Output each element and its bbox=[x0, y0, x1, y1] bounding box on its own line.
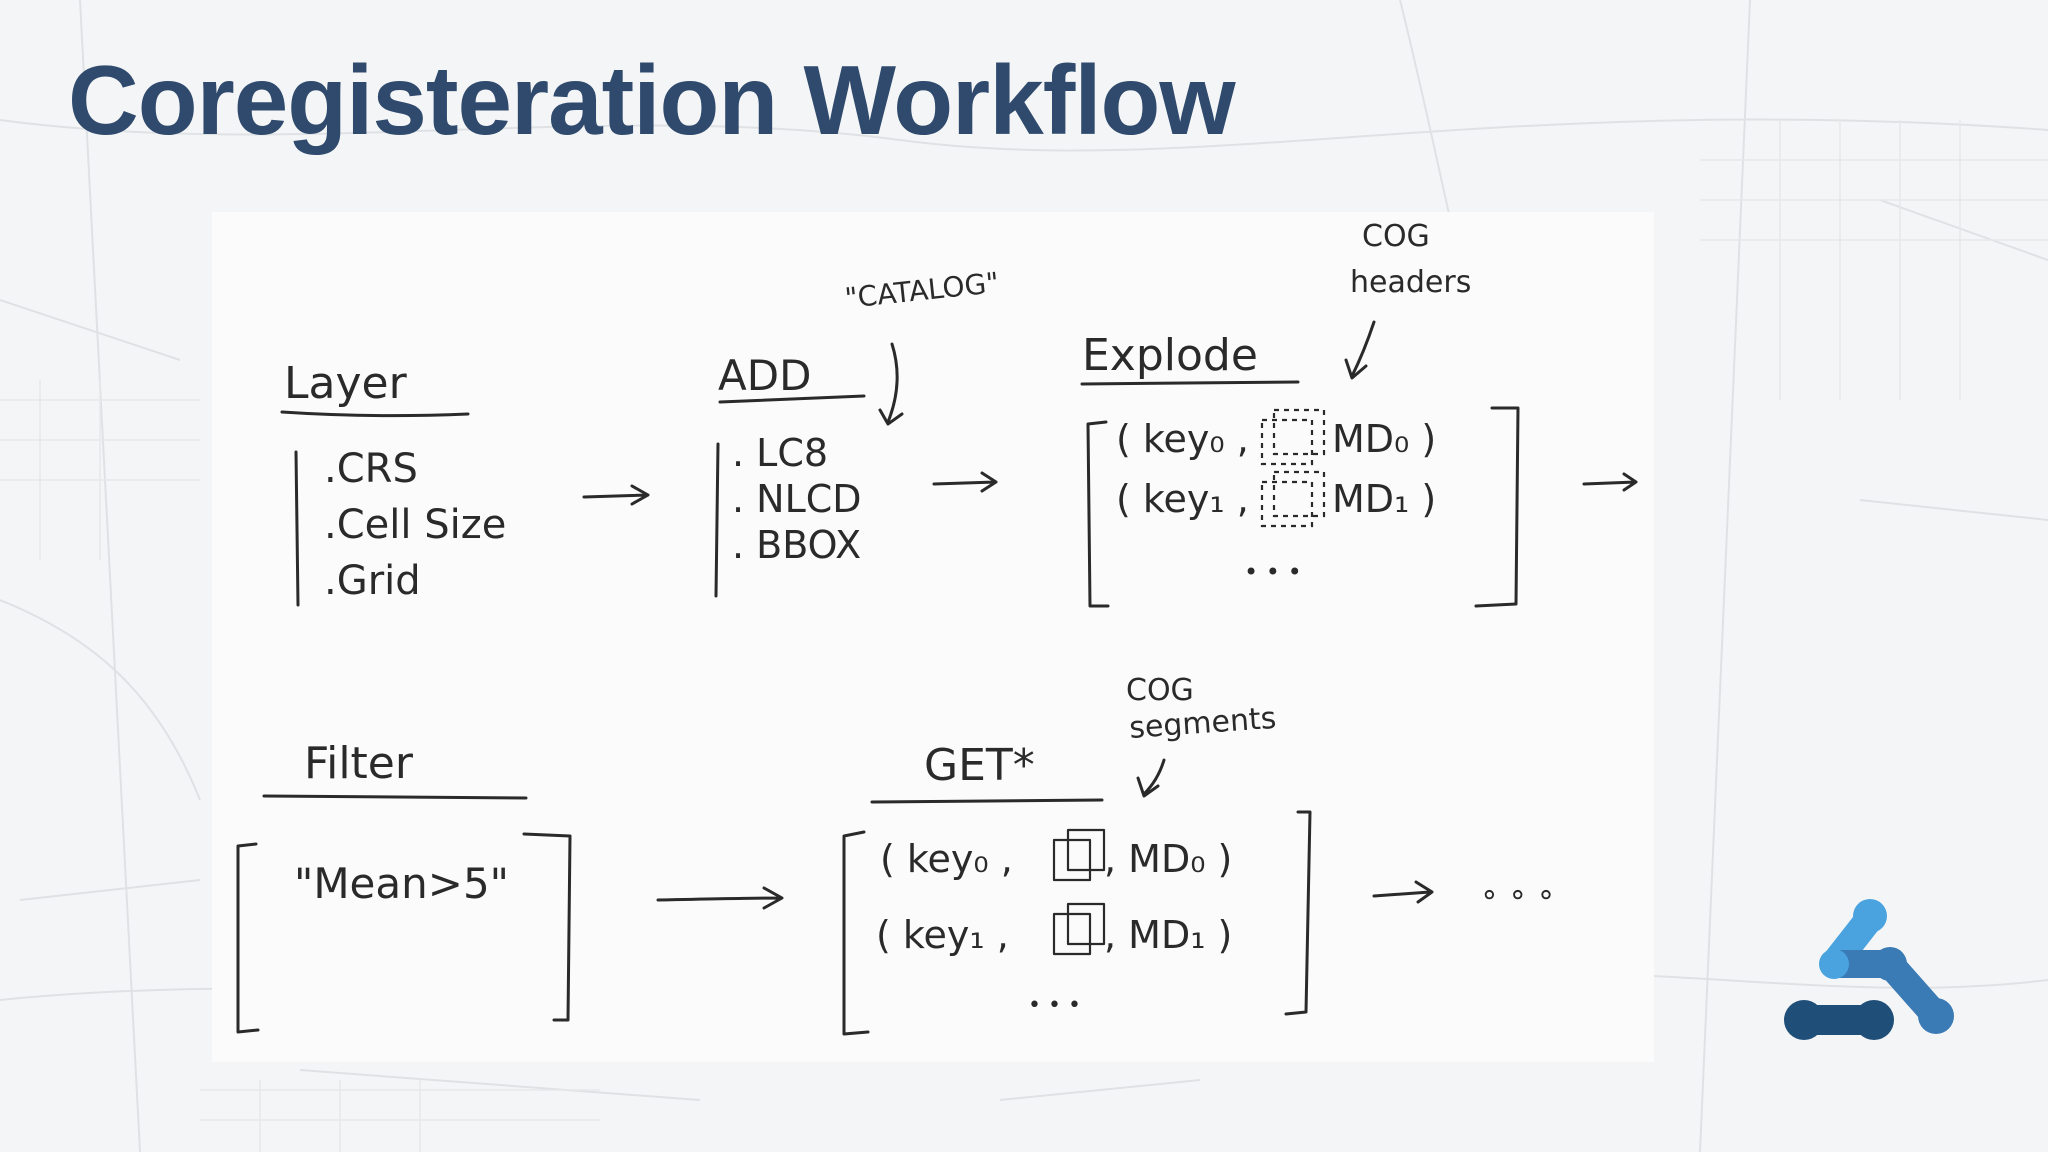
add-item-nlcd: . NLCD bbox=[732, 477, 862, 521]
get-row-0-key: ( key₀ , bbox=[880, 837, 1013, 881]
layer-underline bbox=[280, 410, 470, 418]
get-row-1-md: , MD₁ ) bbox=[1104, 913, 1232, 957]
catalog-note: "CATALOG" bbox=[843, 266, 1000, 315]
filter-expression: "Mean>5" bbox=[294, 859, 509, 908]
get-heading: GET* bbox=[924, 740, 1035, 791]
add-heading: ADD bbox=[718, 351, 811, 400]
layer-bar bbox=[294, 450, 300, 607]
filter-right-bracket bbox=[522, 832, 572, 1022]
explode-heading: Explode bbox=[1082, 330, 1258, 381]
cog-segment-box-1 bbox=[1052, 912, 1092, 956]
cog-segments-arrow bbox=[1136, 758, 1166, 798]
add-item-bbox: . BBOX bbox=[732, 523, 861, 567]
explode-row-1-md: MD₁ ) bbox=[1332, 477, 1436, 521]
arrow-filter-to-get bbox=[656, 886, 784, 910]
add-bar bbox=[714, 442, 720, 598]
layer-heading: Layer bbox=[284, 358, 408, 409]
explode-left-bracket bbox=[1086, 420, 1110, 608]
get-block: COG segments GET* ( key₀ , , MD₀ ) ( key… bbox=[842, 673, 1312, 1036]
catalog-note-arrow bbox=[878, 342, 904, 426]
explode-row-0-key: ( key₀ , bbox=[1116, 417, 1249, 461]
layer-item-grid: .Grid bbox=[324, 558, 421, 604]
cog-headers-note-line1: COG bbox=[1362, 219, 1430, 254]
cog-header-box-0-back bbox=[1272, 408, 1326, 456]
workflow-sketch: Layer .CRS .Cell Size .Grid "CATALOG" AD… bbox=[236, 219, 1638, 1036]
layer-block: Layer .CRS .Cell Size .Grid bbox=[280, 358, 506, 607]
cog-header-box-1-back bbox=[1272, 470, 1326, 518]
arrow-get-next bbox=[1372, 880, 1434, 904]
layer-item-cellsize: .Cell Size bbox=[324, 502, 506, 548]
filter-underline bbox=[262, 794, 528, 800]
explode-block: COG headers Explode ( key₀ , MD₀ ) ( key… bbox=[1080, 219, 1520, 608]
cog-header-box-1 bbox=[1260, 480, 1314, 528]
filter-block: Filter "Mean>5" bbox=[236, 738, 572, 1034]
add-block: "CATALOG" ADD . LC8 . NLCD . BBOX bbox=[714, 266, 1001, 598]
cog-header-box-0 bbox=[1260, 418, 1314, 466]
get-left-bracket bbox=[842, 830, 870, 1036]
arrow-layer-to-add bbox=[582, 484, 650, 506]
filter-heading: Filter bbox=[304, 738, 414, 789]
explode-ellipsis: • • • bbox=[1244, 558, 1302, 586]
add-item-lc8: . LC8 bbox=[732, 431, 828, 475]
cog-segment-box-1-back bbox=[1066, 902, 1106, 946]
get-ellipsis: • • • bbox=[1028, 993, 1081, 1018]
arrow-explode-next bbox=[1582, 472, 1638, 492]
cog-segment-box-0-back bbox=[1066, 828, 1106, 872]
get-right-bracket bbox=[1284, 810, 1312, 1016]
explode-row-1-key: ( key₁ , bbox=[1116, 477, 1249, 521]
cog-segment-box-0 bbox=[1052, 838, 1092, 882]
explode-right-bracket bbox=[1474, 406, 1520, 608]
get-underline bbox=[870, 798, 1104, 804]
trailing-ellipsis: ∘ ∘ ∘ bbox=[1480, 877, 1555, 912]
logo-icon bbox=[1784, 899, 1954, 1040]
layer-item-crs: .CRS bbox=[324, 446, 418, 492]
explode-underline bbox=[1080, 380, 1300, 386]
get-row-0-md: , MD₀ ) bbox=[1104, 837, 1232, 881]
explode-row-0-md: MD₀ ) bbox=[1332, 417, 1436, 461]
arrow-add-to-explode bbox=[932, 471, 998, 493]
filter-left-bracket bbox=[236, 842, 260, 1034]
cog-headers-note-line2: headers bbox=[1350, 265, 1471, 300]
cog-headers-arrow bbox=[1344, 320, 1376, 380]
get-row-1-key: ( key₁ , bbox=[876, 913, 1009, 957]
cog-segments-note-line1: COG bbox=[1126, 673, 1194, 708]
add-underline bbox=[718, 394, 866, 404]
slide-title: Coregisteration Workflow bbox=[68, 45, 1236, 155]
